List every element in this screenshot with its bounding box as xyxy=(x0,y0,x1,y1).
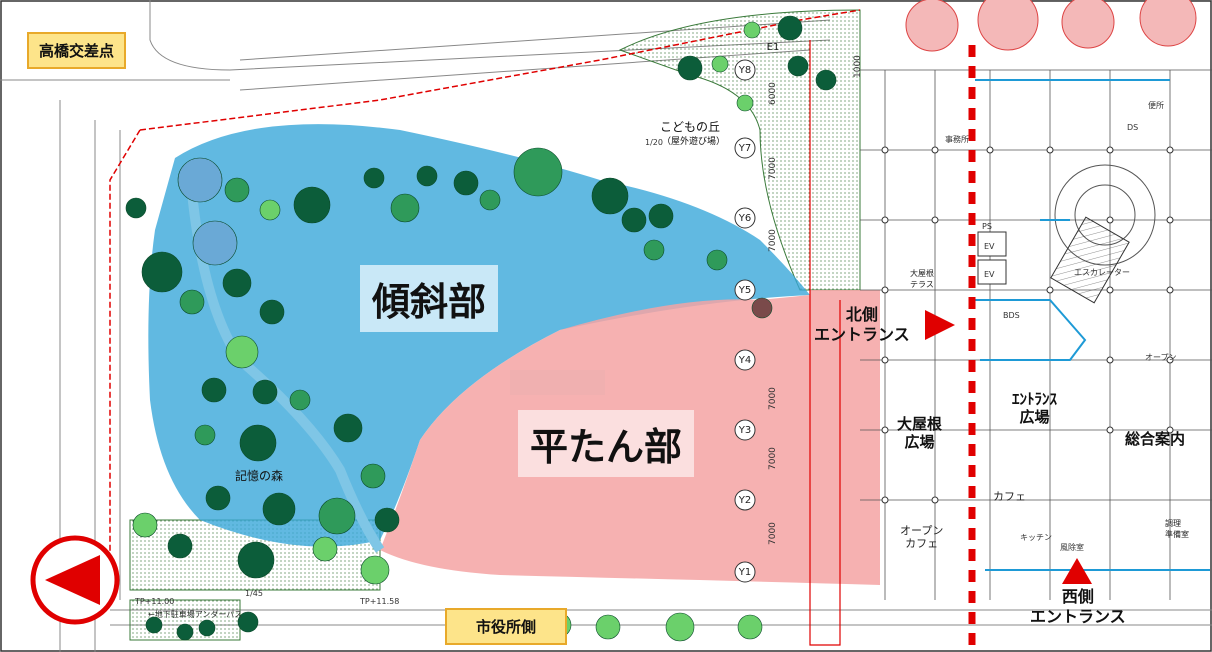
svg-text:Y7: Y7 xyxy=(738,143,751,154)
entrance-plaza-label: ｴﾝﾄﾗﾝｽ 広場 xyxy=(1012,390,1058,426)
underpass-label: ←地下駐車場アンダーパス xyxy=(148,609,242,619)
svg-text:7000: 7000 xyxy=(768,522,778,545)
svg-text:7000: 7000 xyxy=(768,157,778,180)
slope-area-label: 傾斜部 xyxy=(360,265,499,332)
ps-label: PS xyxy=(982,222,992,231)
svg-text:Y3: Y3 xyxy=(738,425,751,436)
top-trees xyxy=(905,0,1197,52)
ev-label-2: EV xyxy=(984,270,995,279)
intersection-tag: 高橋交差点 xyxy=(27,32,127,69)
gradient-label: 1/20 xyxy=(645,138,663,147)
escalator-label: エスカレーター xyxy=(1074,268,1130,277)
svg-text:7000: 7000 xyxy=(768,387,778,410)
svg-text:Y1: Y1 xyxy=(738,567,751,578)
svg-text:7000: 7000 xyxy=(768,447,778,470)
west-entrance-label: 西側 エントランス xyxy=(1030,587,1126,626)
svg-text:Y8: Y8 xyxy=(738,65,751,76)
svg-text:6000: 6000 xyxy=(768,82,778,105)
dimension-labels: 7000 7000 7000 7000 7000 6000 1000 xyxy=(768,55,863,545)
ev-label-1: EV xyxy=(984,242,995,251)
grid-label-circles xyxy=(734,59,756,583)
svg-text:1000: 1000 xyxy=(853,55,863,78)
north-entrance-marker-icon xyxy=(925,310,955,340)
bds-label: BDS xyxy=(1003,311,1020,320)
memory-forest-label: 記憶の森 xyxy=(235,469,284,483)
site-boundary-east xyxy=(809,40,841,646)
site-boundary-north xyxy=(139,9,861,131)
kids-hill-label: こどもの丘 xyxy=(660,120,721,134)
cafe-label: カフェ xyxy=(993,490,1026,503)
svg-text:Y5: Y5 xyxy=(738,285,751,296)
tp-mid-label: TP+11.58 xyxy=(359,597,399,606)
flat-area-label: 平たん部 xyxy=(518,410,695,477)
prep-room-label: 調理 準備室 xyxy=(1165,519,1189,539)
city-hall-side-tag: 市役所側 xyxy=(445,608,567,645)
wind-room-label: 風除室 xyxy=(1060,542,1084,552)
open-cafe-label: オープン カフェ xyxy=(900,524,944,550)
big-roof-terrace-label: 大屋根 テラス xyxy=(910,269,934,289)
grid-label-texts: Y8 Y7 Y6 Y5 Y4 Y3 Y2 Y1 E1 xyxy=(738,42,780,578)
slope-ratio-label: 1/45 xyxy=(245,589,263,598)
open-sky-label: オープン xyxy=(1145,353,1177,362)
site-boundary-west xyxy=(109,129,141,600)
escalator xyxy=(1050,216,1130,304)
svg-text:Y2: Y2 xyxy=(738,495,751,506)
tp-left-label: TP+11.00 xyxy=(134,597,174,606)
interior-walls xyxy=(975,79,1210,571)
west-entrance-marker-icon xyxy=(1062,558,1092,584)
svg-text:Y4: Y4 xyxy=(738,355,751,366)
walking-path xyxy=(185,169,385,553)
info-desk-label: 総合案内 xyxy=(1125,430,1186,448)
north-entrance-label: 北側 エントランス xyxy=(814,305,910,344)
toilet-label: 便所 xyxy=(1148,100,1164,110)
svg-text:Y6: Y6 xyxy=(738,213,751,224)
kitchen-label: キッチン xyxy=(1020,533,1052,542)
flat-highlight xyxy=(510,370,605,395)
left-arrow-circle-icon[interactable] xyxy=(30,535,120,625)
ds-label: DS xyxy=(1127,123,1138,132)
svg-text:E1: E1 xyxy=(767,42,780,53)
grid-nodes xyxy=(881,146,1174,504)
elevator-1 xyxy=(977,231,1007,257)
office-label: 事務所 xyxy=(945,134,969,144)
big-roof-plaza-label: 大屋根 広場 xyxy=(897,415,943,451)
kids-hill-sub-label: （屋外遊び場） xyxy=(662,137,726,147)
trees xyxy=(125,15,837,642)
svg-text:7000: 7000 xyxy=(768,229,778,252)
elevator-2 xyxy=(977,259,1007,285)
